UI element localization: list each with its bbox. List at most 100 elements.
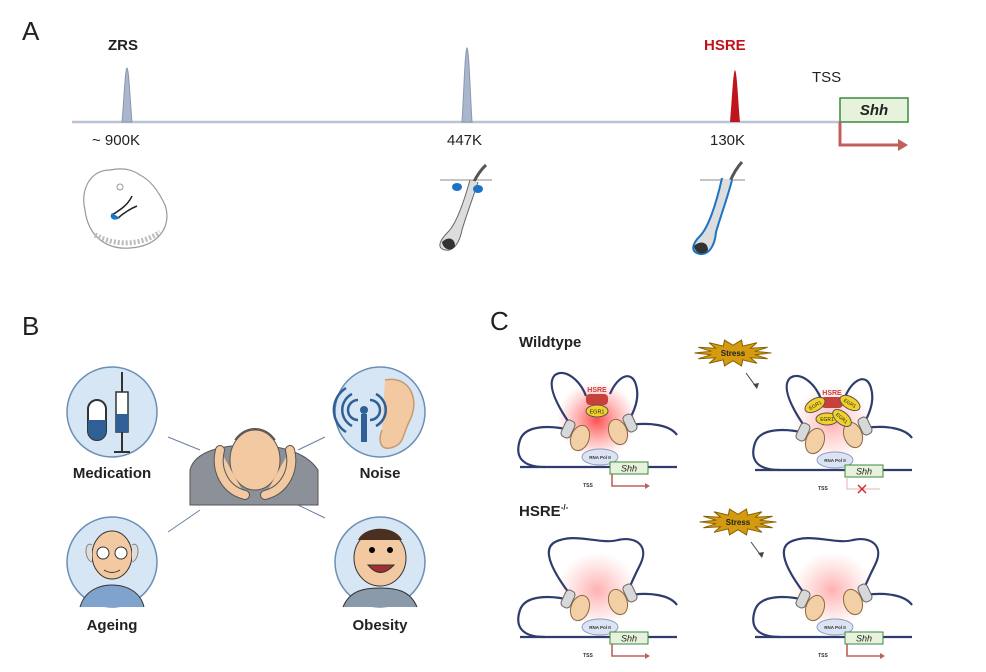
medication-label: Medication	[73, 465, 151, 482]
cohesin-left	[795, 422, 811, 442]
hsre-peak	[730, 70, 740, 122]
ctcf-left	[569, 594, 591, 622]
ctcf-right	[607, 418, 629, 446]
shh-gene-label: Shh	[856, 634, 872, 644]
tss-label: TSS	[583, 483, 593, 489]
chromatin-left-loop	[517, 425, 571, 469]
stress-label: Stress	[726, 518, 751, 527]
rna-pol-ii	[581, 448, 619, 466]
obesity-label: Obesity	[352, 617, 408, 634]
cohesin-left	[560, 419, 576, 439]
obesity-factor: Obesity	[334, 516, 426, 634]
tss-label: TSS	[818, 486, 828, 492]
rna-pol-ii	[816, 451, 854, 469]
chromatin-upper-loop	[547, 537, 645, 598]
zrs-label: ZRS	[108, 37, 138, 54]
ctcf-left	[804, 594, 826, 622]
medication-circle	[66, 366, 158, 458]
enhancer-447k-peak	[461, 47, 473, 123]
ear-icon	[379, 378, 415, 449]
tss-label: TSS	[812, 69, 841, 86]
hair-loss-patient-illustration	[189, 428, 319, 506]
ageing-factor: Ageing	[66, 516, 158, 634]
chromatin-upper-loop-left	[550, 371, 588, 428]
rna-pol-ii-label: RNA Pol II	[589, 625, 611, 630]
knockout-heading: HSRE-/-	[519, 503, 569, 520]
tss-arrow-head	[898, 139, 908, 151]
rna-pol-ii	[581, 618, 619, 636]
panel-b-label: B	[22, 311, 39, 341]
tss-label: TSS	[583, 653, 593, 659]
tss-label: TSS	[818, 653, 828, 659]
panel-c-label: C	[490, 306, 509, 336]
arrows-to-patient	[167, 436, 326, 533]
egr1-protein	[585, 404, 609, 418]
medication-factor: Medication	[66, 366, 158, 482]
shh-gene-label: Shh	[856, 467, 872, 477]
position-900k: ~ 900K	[92, 132, 140, 149]
cohesin-left	[560, 589, 576, 609]
sound-waves-icon	[332, 386, 387, 434]
panel-a-label: A	[22, 16, 40, 46]
panel-a: A ZRS HSRE TSS ~ 900K 447K 130K Shh	[22, 16, 909, 256]
zrs-peak	[121, 67, 133, 123]
egr1-protein	[839, 394, 861, 412]
transcription-arrow-head	[645, 483, 650, 489]
knockout-superscript: -/-	[561, 503, 569, 512]
rna-pol-ii-label: RNA Pol II	[824, 625, 846, 630]
stress-burst-icon	[699, 508, 777, 536]
ctcf-right	[842, 588, 864, 616]
stress-burst-icon	[694, 339, 772, 367]
chromatin-left-loop	[752, 595, 806, 639]
rna-pol-ii-label: RNA Pol II	[589, 455, 611, 460]
rna-pol-ii-label: RNA Pol II	[824, 458, 846, 463]
transcription-arrow-head	[880, 653, 885, 659]
stress-knockout: Stress	[699, 508, 777, 558]
hsre-element	[586, 394, 608, 405]
tss-arrow	[838, 122, 900, 147]
hair-follicle-hsre-illustration	[692, 160, 745, 256]
hsre-element	[821, 397, 843, 408]
stress-arrow-head	[753, 383, 759, 389]
egr1-label: EGR1	[590, 410, 605, 416]
transcription-arrow-head	[645, 653, 650, 659]
shh-gene-box	[844, 464, 884, 478]
egr1-label: EGR1	[820, 417, 834, 423]
cohesin-right	[622, 413, 638, 433]
stress-label: Stress	[721, 349, 746, 358]
chromatin-left-loop	[517, 595, 571, 639]
cohesin-left	[795, 589, 811, 609]
transcription-arrow	[611, 644, 645, 657]
hair-follicle-illustration	[439, 163, 492, 251]
cohesin-right	[857, 416, 873, 436]
embryo-illustration	[83, 168, 168, 249]
chromatin-left-loop	[752, 428, 806, 472]
panel-b: B Medication Noise	[22, 311, 426, 634]
transcription-blocked-x-icon	[857, 484, 867, 494]
egr1-protein	[832, 409, 852, 427]
shh-gene-label: Shh	[621, 464, 637, 474]
cohesin-right	[857, 583, 873, 603]
hsre-label: HSRE	[587, 387, 607, 394]
noise-label: Noise	[360, 465, 401, 482]
ageing-label: Ageing	[87, 617, 138, 634]
stress-wildtype: Stress	[694, 339, 772, 389]
transcription-arrow	[846, 477, 880, 490]
hsre-label: HSRE	[822, 390, 842, 397]
position-130k: 130K	[710, 132, 745, 149]
chromatin-upper-loop-left	[785, 374, 823, 431]
shh-gene-label: Shh	[860, 102, 888, 119]
noise-factor: Noise	[332, 366, 426, 482]
rna-pol-ii	[816, 618, 854, 636]
transcription-arrow	[846, 644, 880, 657]
shh-gene-box	[844, 631, 884, 645]
shh-gene-box	[839, 97, 909, 123]
stress-arrow-head	[758, 552, 764, 558]
hsre-label: HSRE	[704, 37, 746, 54]
